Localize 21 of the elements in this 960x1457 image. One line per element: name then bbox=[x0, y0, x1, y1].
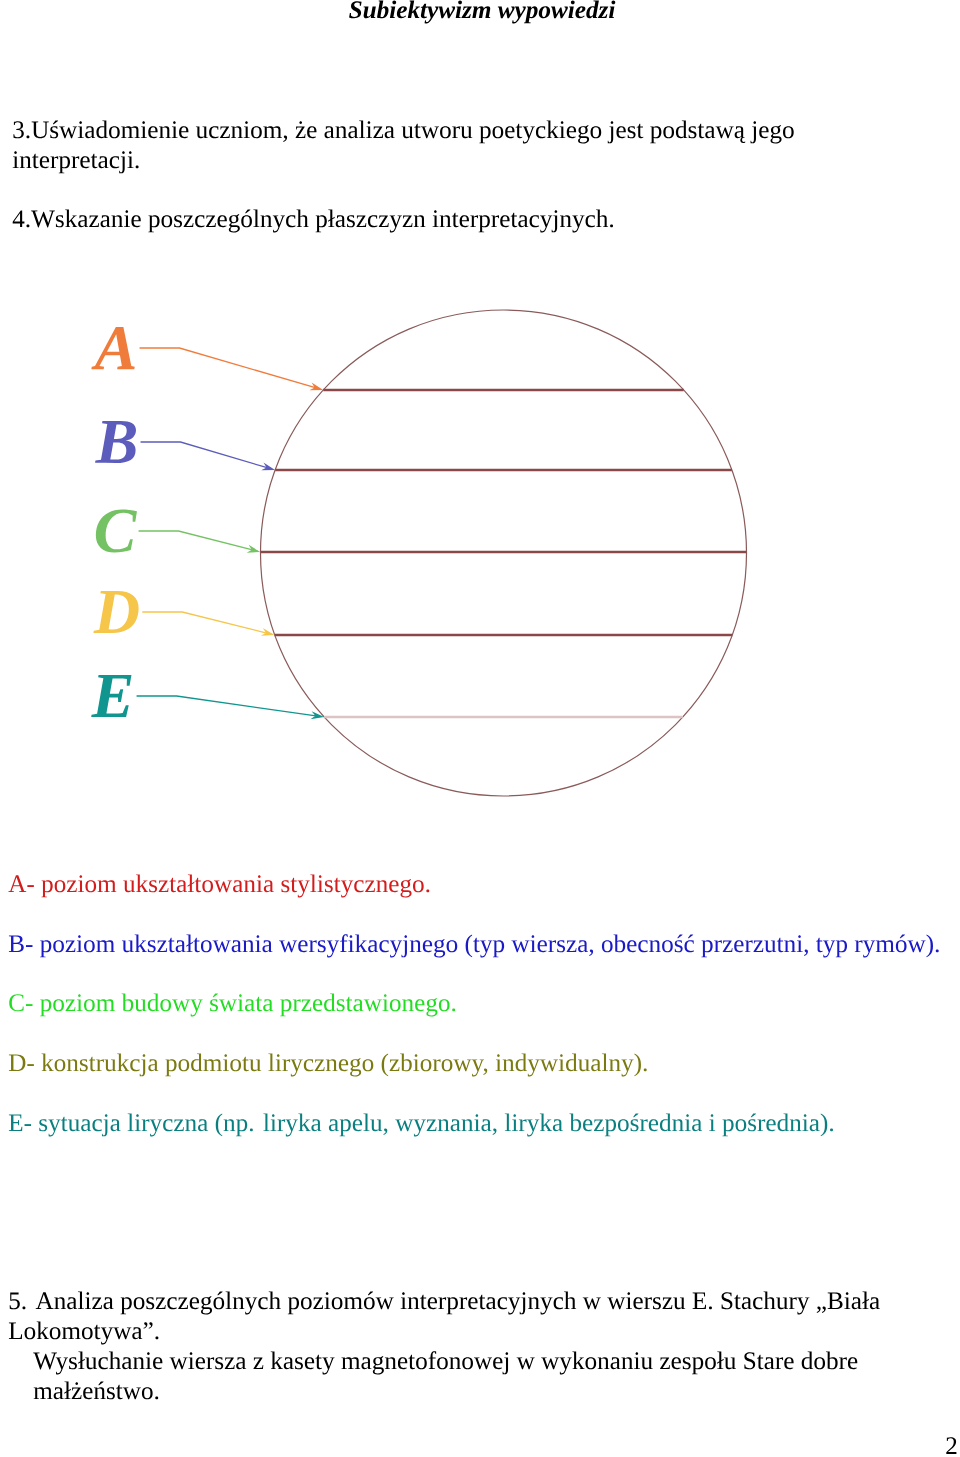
letter-label: B bbox=[95, 420, 136, 464]
letter-label: C bbox=[95, 509, 137, 553]
level-description: A- poziom ukształtowania stylistycznego. bbox=[8, 874, 430, 898]
instruction-text: 3.Uświadomienie uczniom, że analiza utworu poetyckiego jest podstawą jego interpretacji. bbox=[12, 120, 794, 174]
chord-line bbox=[323, 388, 684, 392]
level-description: E- sytuacja liryczna (np. liryka apelu, wyznania, liryka bezpośrednia i pośrednia). bbox=[8, 1113, 833, 1137]
chord-line bbox=[275, 468, 732, 472]
letter-label: D bbox=[93, 591, 139, 634]
title: Subiektywizm wypowiedzi bbox=[349, 0, 616, 24]
instruction-text: Wysłuchanie wiersza z kasety magnetofonowej w wykonaniu zespołu Stare dobre małżeństwo. bbox=[33, 1351, 858, 1400]
level-description: B- poziom ukształtowania wersyfikacyjnego (typ wiersza, obecność przerzutni, typ rymów). bbox=[8, 934, 939, 958]
letter-label: E bbox=[91, 675, 132, 717]
level-description: D- konstrukcja podmiotu lirycznego (zbiorowy, indywidualny). bbox=[8, 1053, 647, 1077]
level-description: C- poziom budowy świata przedstawionego. bbox=[9, 993, 456, 1017]
page-number: 2 bbox=[946, 1437, 957, 1454]
instruction-text: 4.Wskazanie poszczególnych płaszczyzn interpretacyjnych. bbox=[12, 209, 614, 233]
chord-line bbox=[324, 715, 683, 719]
chord-line bbox=[260, 550, 747, 554]
chord-line bbox=[274, 633, 733, 637]
letter-label: A bbox=[91, 326, 135, 370]
instruction-text: 5. Analiza poszczególnych poziomów interpretacyjnych w wierszu E. Stachury „Biała Lokomotywa”. bbox=[8, 1291, 880, 1345]
